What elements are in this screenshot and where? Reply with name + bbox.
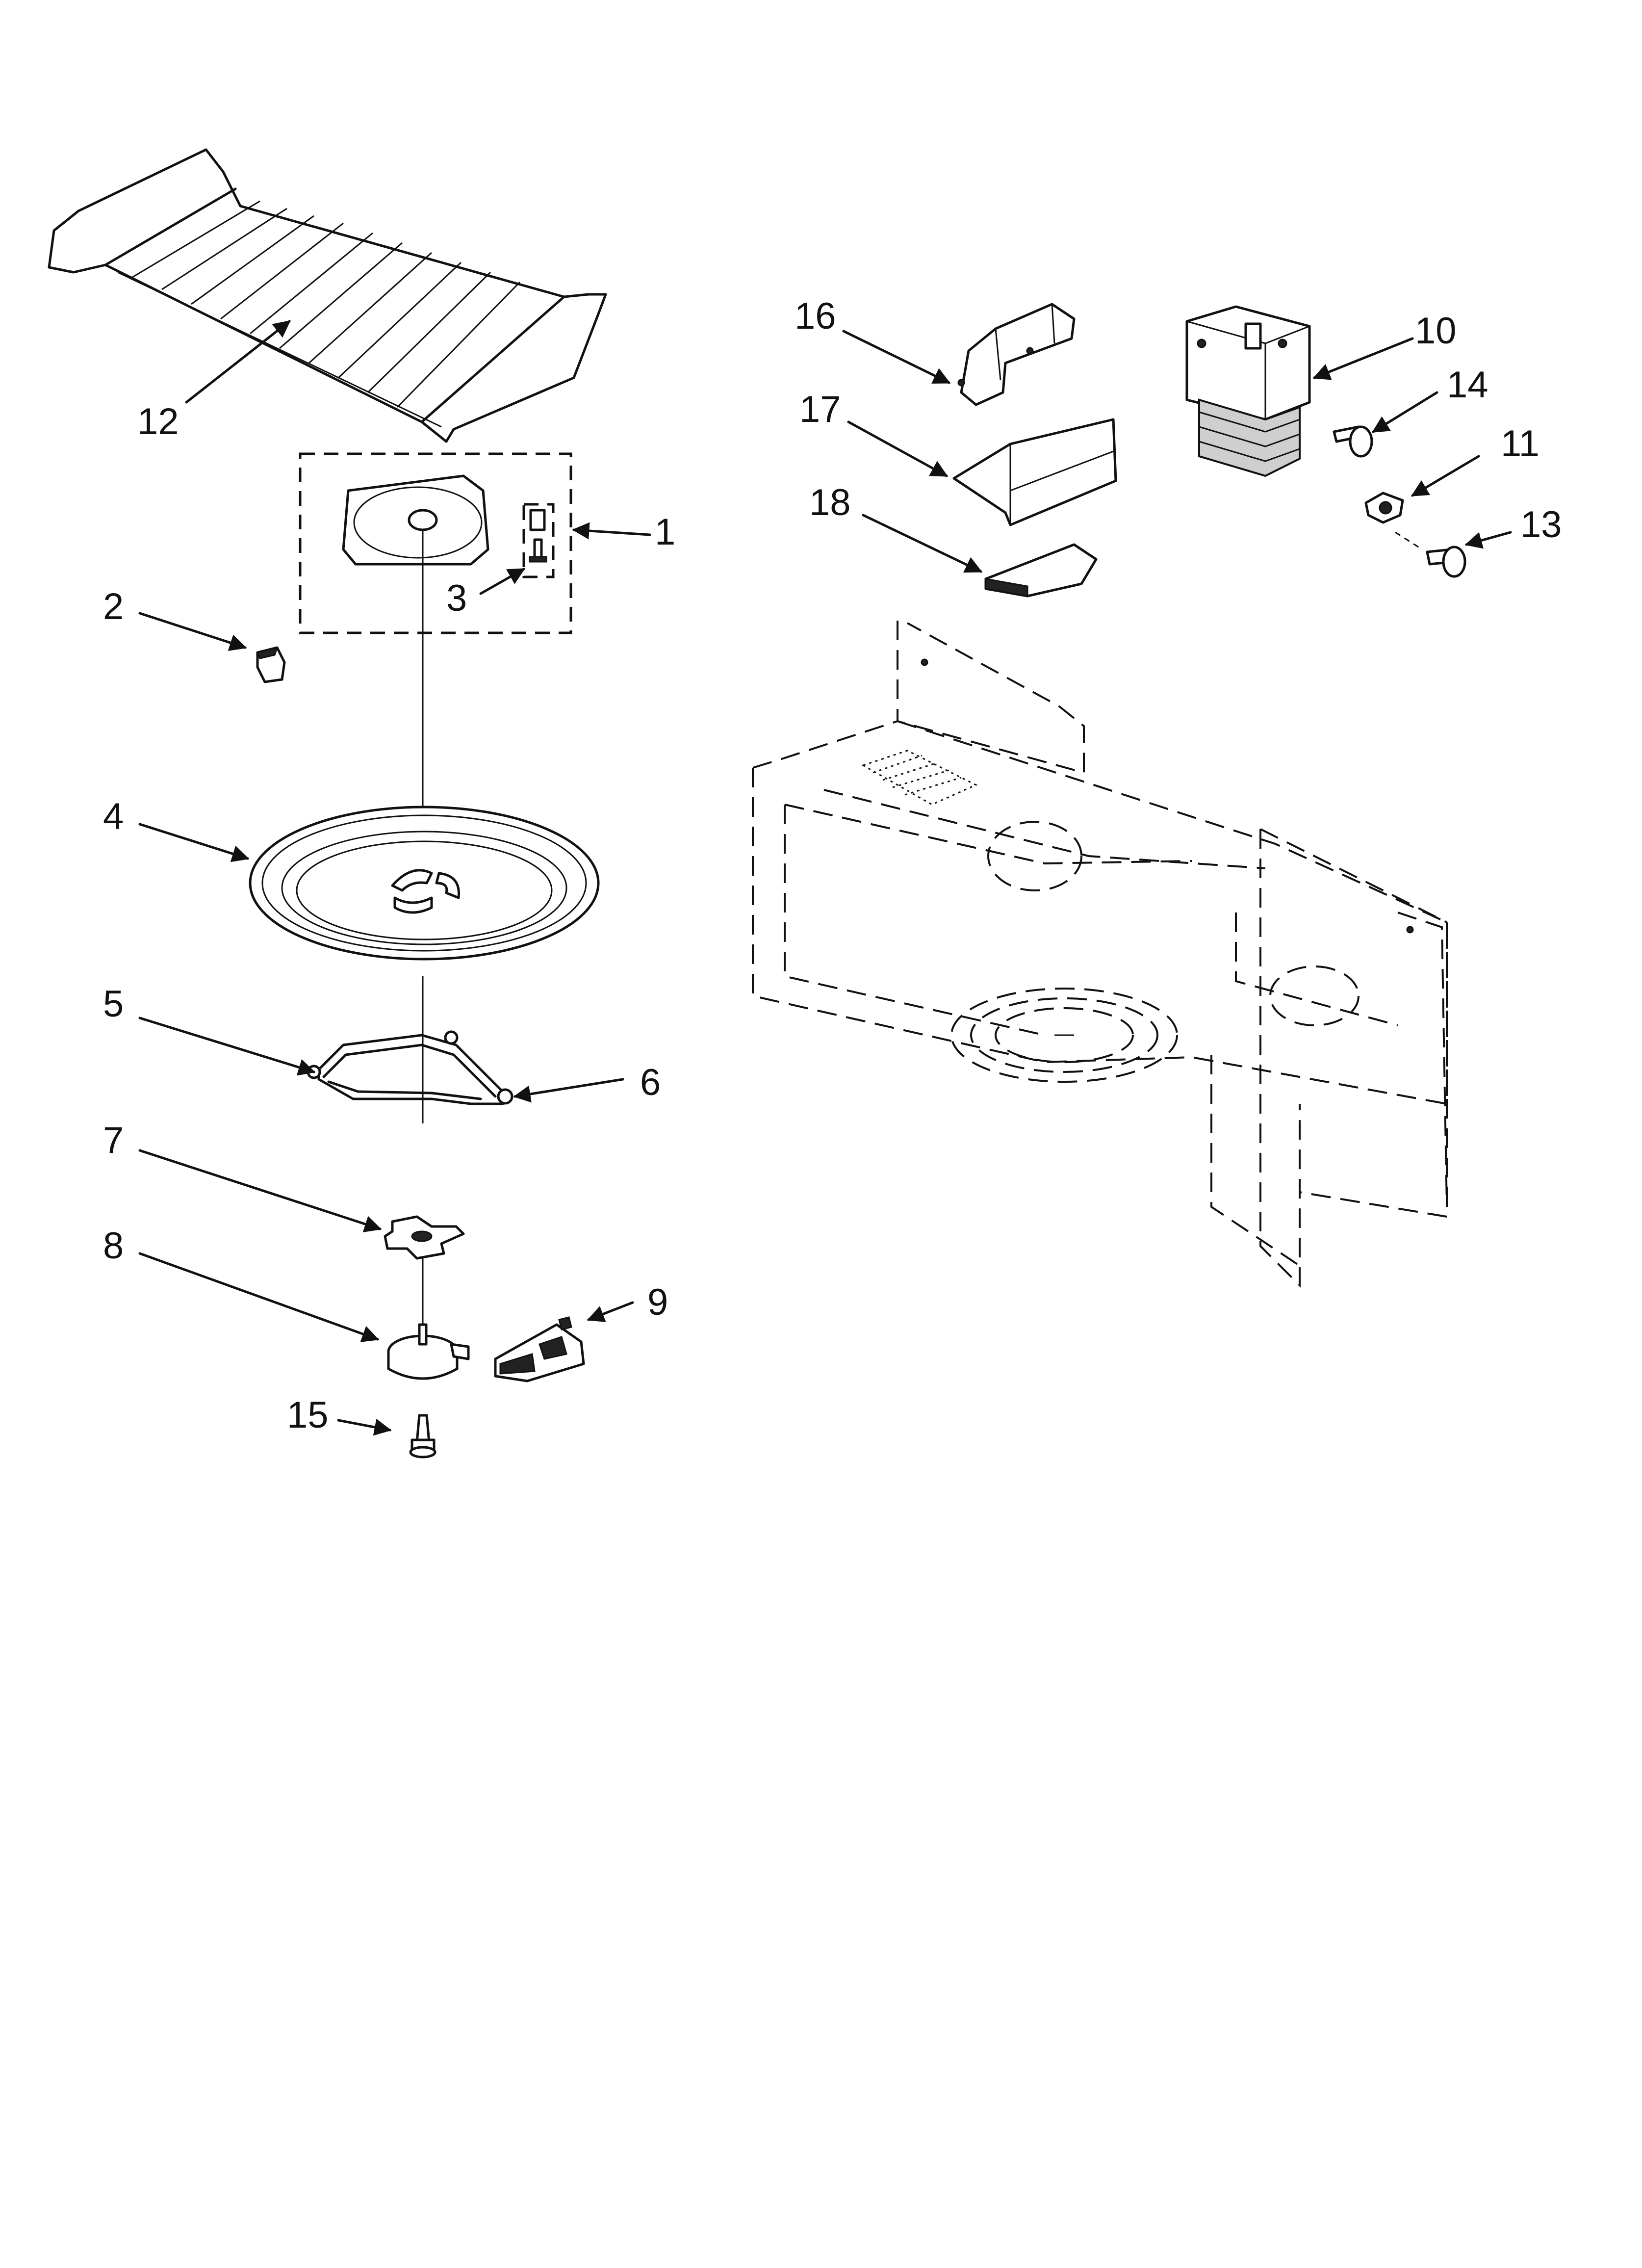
clip-part [256,646,286,683]
screw-set-part [522,503,555,578]
glass-tray-part [249,806,600,961]
label-3: 3 [446,577,467,619]
leader-17 [847,420,949,477]
label-18: 18 [809,482,851,523]
label-16: 16 [795,295,836,337]
label-15: 15 [287,1394,329,1436]
coupler-part [384,1215,465,1260]
mounting-plate-part [342,474,489,566]
leader-3 [479,568,526,595]
label-17: 17 [799,389,841,430]
leader-16 [842,330,951,384]
screw-14-part [1333,425,1373,458]
label-5: 5 [103,983,124,1025]
label-8: 8 [103,1225,124,1267]
leader-11 [1411,455,1480,497]
leader-7 [138,1149,382,1232]
leader-13 [1395,531,1423,550]
oven-rack-part [48,148,607,443]
leader-2 [138,612,247,651]
label-10: 10 [1415,310,1457,352]
leader-18 [862,514,983,573]
thermostat-part [1364,492,1404,524]
label-12: 12 [137,401,179,443]
roller-ring-part [307,1030,513,1105]
cover-18-part [984,543,1098,598]
leader-5 [138,1017,316,1076]
label-2: 2 [103,586,124,627]
turntable-motor-part [387,1323,470,1380]
magnetron-part [1185,305,1311,477]
leader-14 [1372,391,1438,433]
label-1: 1 [655,511,675,553]
label-11: 11 [1501,423,1539,465]
screw-part [409,1414,436,1459]
label-9: 9 [647,1281,668,1323]
leader-15 [337,1418,392,1436]
part-number-labels: 1 2 3 4 5 6 7 8 9 10 11 12 13 14 15 16 1… [103,295,1562,1436]
leader-10 [1312,337,1414,380]
bracket-17-part [952,418,1117,526]
leader-1 [572,522,651,540]
leader-13-arrow [1464,531,1512,549]
label-13: 13 [1520,504,1562,546]
leader-12 [185,320,291,404]
leader-9 [587,1301,634,1322]
mounting-plate-group-box [299,452,572,634]
leader-8 [138,1252,380,1342]
leader-6 [513,1078,624,1103]
label-7: 7 [103,1120,124,1161]
label-14: 14 [1447,364,1488,406]
bracket-16-part [957,303,1076,406]
switch-bracket-part [494,1316,585,1382]
microwave-cavity-outline [752,621,1448,1288]
label-4: 4 [103,796,124,837]
screw-13-part [1426,546,1466,578]
leader-4 [138,823,250,862]
label-6: 6 [640,1062,661,1103]
